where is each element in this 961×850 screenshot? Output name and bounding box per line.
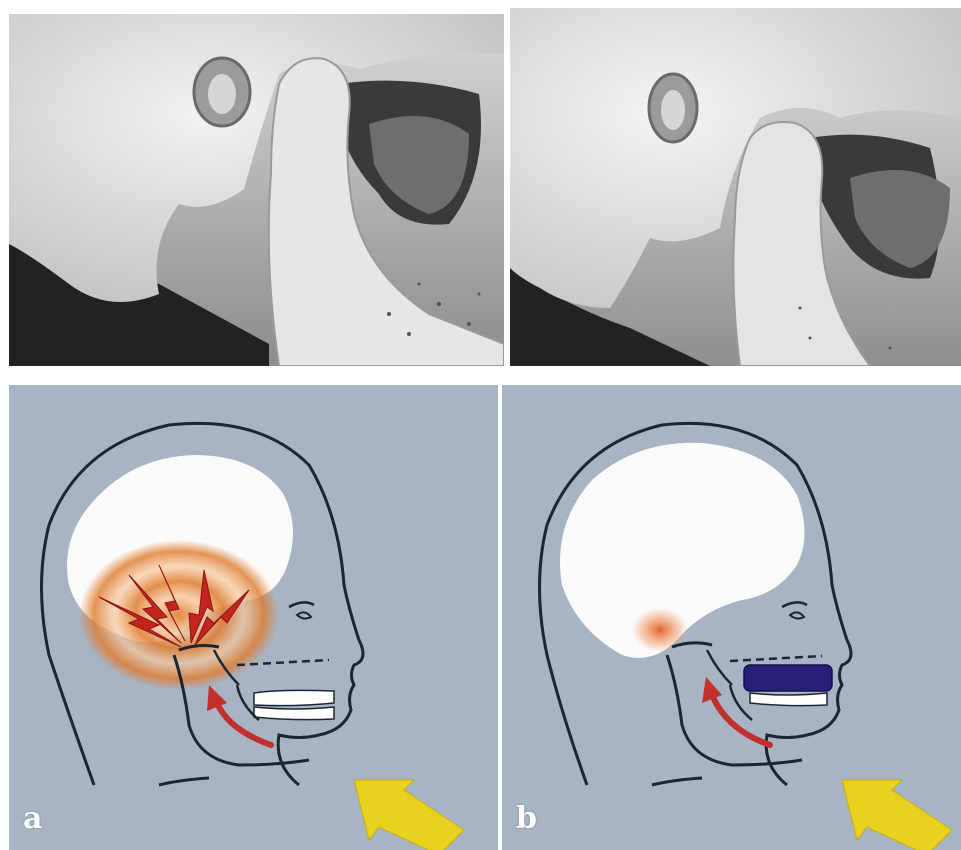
skull-photo-open-drawing	[510, 8, 961, 366]
head-diagram-a-drawing	[9, 385, 498, 850]
upper-teeth	[254, 690, 334, 705]
ear-canal-inner	[661, 90, 685, 130]
lower-teeth	[750, 693, 827, 706]
panel-label-a: a	[23, 801, 42, 836]
head-diagram-b-drawing	[502, 385, 961, 850]
lower-teeth	[254, 707, 334, 720]
head-diagram-a: a	[9, 385, 498, 850]
skull-photo-closed-drawing	[9, 14, 504, 366]
occlusal-splint	[744, 665, 832, 691]
panel-label-b: b	[516, 801, 537, 836]
ear-canal-inner	[208, 74, 236, 114]
head-diagram-b: b	[502, 385, 961, 850]
skull-photo-closed	[9, 14, 504, 366]
skull-photo-open	[510, 8, 961, 366]
